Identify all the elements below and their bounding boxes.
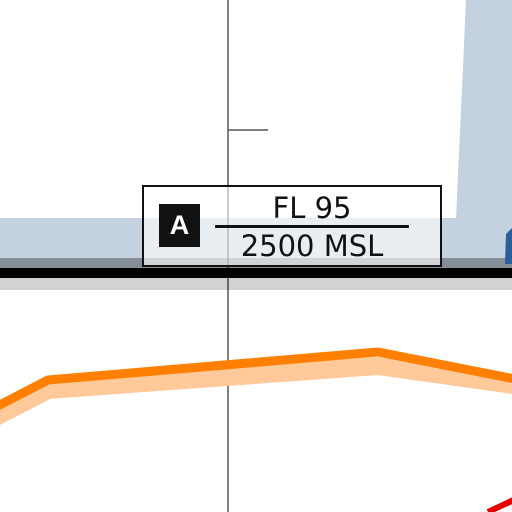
route-line[interactable] (0, 347, 512, 410)
red-boundary-segment (486, 497, 512, 512)
airspace-class-badge: A (159, 204, 200, 247)
altitude-divider (215, 225, 409, 228)
airspace-floor-text: 2500 MSL (240, 229, 384, 263)
airspace-boundary-edge (0, 278, 512, 290)
route-line-halo (0, 357, 512, 425)
blue-boundary-edge (505, 228, 512, 264)
airspace-shaded-band (0, 0, 512, 268)
airspace-ceiling-text: FL 95 (272, 191, 352, 225)
airspace-altitude-label[interactable]: A FL 95 2500 MSL (142, 185, 442, 267)
airspace-boundary-line (0, 268, 512, 278)
